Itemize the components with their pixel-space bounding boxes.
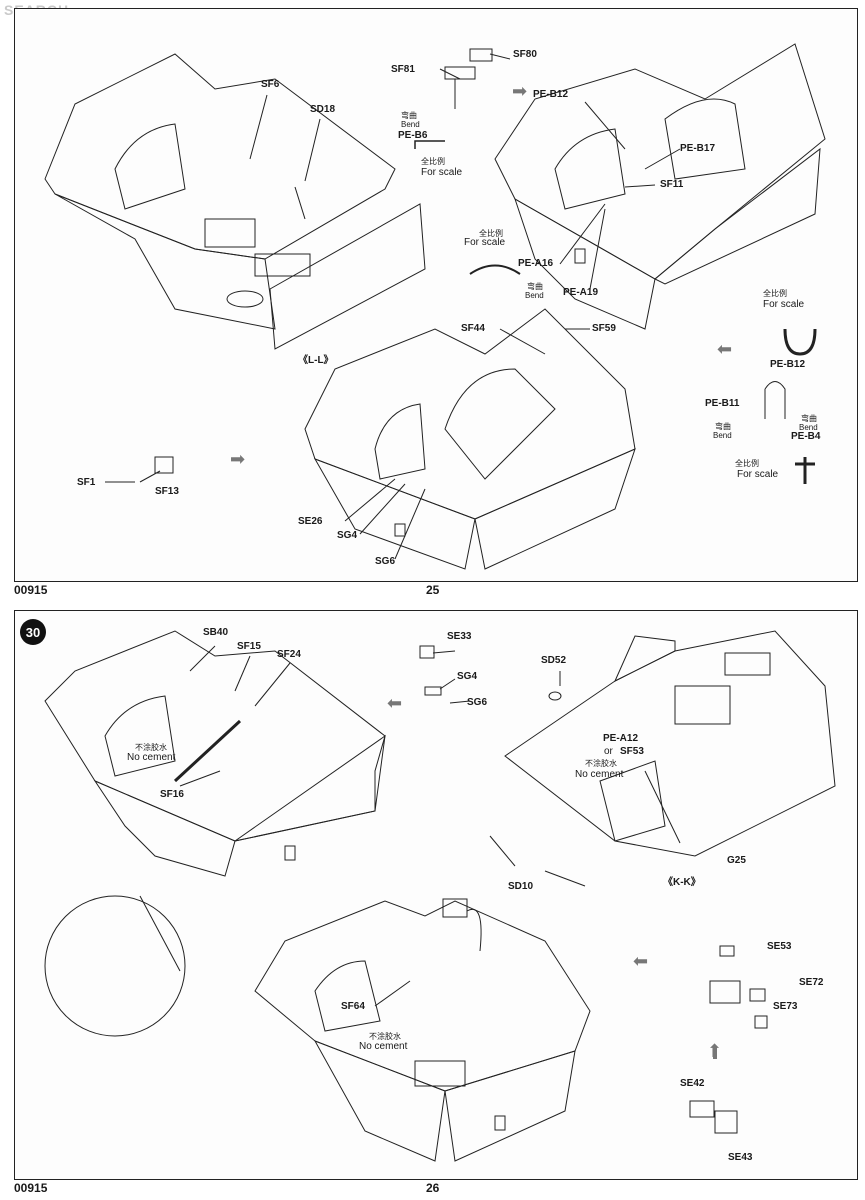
page-number-25: 25 xyxy=(426,583,440,597)
scale-label-en-3: For scale xyxy=(763,299,805,310)
part-label-se43: SE43 xyxy=(728,1152,753,1163)
part-label-sg6: SG6 xyxy=(375,556,396,567)
part-label-sf16: SF16 xyxy=(160,789,184,800)
part-label-pe-a16: PE-A16 xyxy=(518,258,554,269)
part-label-sf6: SF6 xyxy=(261,79,280,90)
part-label-sf13: SF13 xyxy=(155,486,179,497)
instruction-page-26: 30 xyxy=(14,610,858,1180)
part-label-sg4: SG4 xyxy=(457,671,478,682)
part-label-sd52: SD52 xyxy=(541,655,567,666)
hull-right-top xyxy=(494,43,826,280)
part-label-sf24: SF24 xyxy=(277,649,301,660)
bend-label-en-1: Bend xyxy=(401,120,420,129)
bend-label-en-4: Bend xyxy=(799,423,818,432)
part-label-pe-b12-b: PE-B12 xyxy=(770,359,806,370)
part-label-sf59: SF59 xyxy=(592,323,616,334)
part-label-sf81: SF81 xyxy=(391,64,415,75)
part-label-se73: SE73 xyxy=(773,1001,798,1012)
page-code-25: 00915 xyxy=(14,583,48,597)
hull-center-top xyxy=(304,308,636,520)
scale-label-cn-3: 全比例 xyxy=(763,289,787,298)
flow-arrow-icon: ➡ xyxy=(230,449,246,469)
scale-label-en-2: For scale xyxy=(464,237,506,248)
bend-label-cn-1: 弯曲 xyxy=(401,111,417,120)
or-label: or xyxy=(604,746,613,757)
detail-magnifier-circle xyxy=(44,895,186,1037)
part-label-sb40: SB40 xyxy=(203,627,229,638)
page-code-26: 00915 xyxy=(14,1181,48,1195)
section-label-ll: 《L-L》 xyxy=(298,355,334,366)
part-label-se33: SE33 xyxy=(447,631,472,642)
section-label-kk: 《K-K》 xyxy=(663,877,701,888)
scale-label-en-1: For scale xyxy=(421,167,463,178)
part-label-pe-a19: PE-A19 xyxy=(563,287,599,298)
part-label-se53: SE53 xyxy=(767,941,792,952)
no-cement-label-cn-1: 不涂胶水 xyxy=(135,743,167,752)
hull-right-sides xyxy=(514,197,656,330)
part-label-se26: SE26 xyxy=(298,516,323,527)
no-cement-label-en-1: No cement xyxy=(127,752,176,763)
part-label-sf53: SF53 xyxy=(620,746,644,757)
part-label-pe-a12: PE-A12 xyxy=(603,733,639,744)
part-label-pe-b17: PE-B17 xyxy=(680,143,716,154)
part-label-sf44: SF44 xyxy=(461,323,485,334)
part-label-sd18: SD18 xyxy=(310,104,336,115)
scale-label-cn-4: 全比例 xyxy=(735,459,759,468)
flow-arrow-icon: ⬅ xyxy=(387,693,403,713)
no-cement-label-en-2: No cement xyxy=(575,769,624,780)
hull-drawings-bottom xyxy=(44,630,836,1162)
no-cement-label-cn-2: 不涂胶水 xyxy=(585,759,617,768)
part-label-sg4: SG4 xyxy=(337,530,358,541)
no-cement-label-en-3: No cement xyxy=(359,1041,408,1052)
hull-left-panel xyxy=(269,203,426,350)
part-label-sf64: SF64 xyxy=(341,1001,365,1012)
bend-label-en-3: Bend xyxy=(713,431,732,440)
part-label-sf1: SF1 xyxy=(77,477,96,488)
page-number-26: 26 xyxy=(426,1181,440,1195)
part-label-se72: SE72 xyxy=(799,977,824,988)
flow-arrow-icon: ⬅ xyxy=(633,951,649,971)
scale-label-cn-2: 全比例 xyxy=(479,229,503,238)
hull-drawings-top xyxy=(44,43,826,570)
bend-label-cn-3: 弯曲 xyxy=(715,422,731,431)
part-label-g25: G25 xyxy=(727,855,746,866)
part-label-sf15: SF15 xyxy=(237,641,261,652)
hull-center-sides xyxy=(313,458,476,570)
flow-arrow-icon: ➡ xyxy=(512,81,528,101)
hull-upper-left xyxy=(44,630,386,842)
part-label-sg6: SG6 xyxy=(467,697,488,708)
part-label-pe-b6: PE-B6 xyxy=(398,130,428,141)
flow-arrow-icon: ⬅ xyxy=(717,339,733,359)
bend-label-cn-4: 弯曲 xyxy=(801,414,817,423)
hull-left-sides xyxy=(54,193,276,330)
part-label-sf80: SF80 xyxy=(513,49,537,60)
scale-label-cn-1: 全比例 xyxy=(421,157,445,166)
bend-label-en-2: Bend xyxy=(525,291,544,300)
part-label-pe-b12-a: PE-B12 xyxy=(533,89,569,100)
step-number-badge: 30 xyxy=(20,619,46,645)
bend-label-cn-2: 弯曲 xyxy=(527,282,543,291)
part-label-sf11: SF11 xyxy=(660,179,684,190)
no-cement-label-cn-3: 不涂胶水 xyxy=(369,1032,401,1041)
hull-left-top xyxy=(44,53,396,260)
part-label-sd10: SD10 xyxy=(508,881,534,892)
flow-arrow-icon: ⬆ xyxy=(707,1041,723,1061)
part-label-se42: SE42 xyxy=(680,1078,705,1089)
scale-label-en-4: For scale xyxy=(737,469,779,480)
instruction-page-25: SF6 SD18 《L-L》 SF81 SF80 弯曲 Bend PE-B6 全… xyxy=(14,8,858,582)
hull-bottom-center xyxy=(254,900,591,1092)
part-label-pe-b4: PE-B4 xyxy=(791,431,821,442)
part-label-pe-b11: PE-B11 xyxy=(705,398,740,409)
